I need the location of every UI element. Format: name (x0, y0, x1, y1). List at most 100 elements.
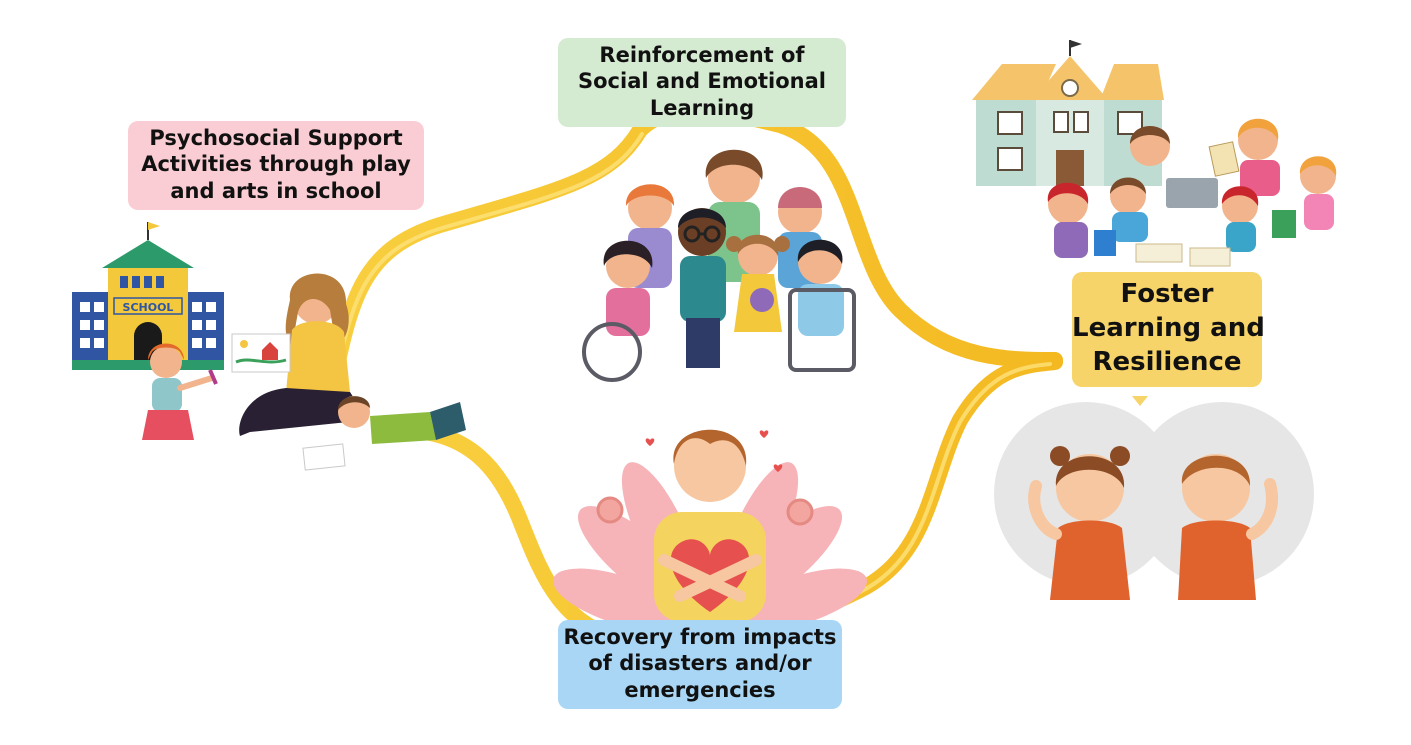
child-hair-dark (678, 208, 726, 228)
wheelchair-right-icon (788, 288, 856, 372)
drawing-paper-icon (231, 333, 291, 373)
boy-strong-head (1182, 454, 1250, 522)
self-hug-illustration (553, 429, 867, 632)
book-floor-2-icon (1189, 247, 1231, 267)
adult-hair (705, 149, 763, 180)
path-lower-highlight (858, 362, 1052, 594)
kid-reading-6-shirt (1226, 222, 1256, 252)
node-psychosocial-line-2: Activities through play (141, 152, 411, 177)
person-hair (673, 429, 747, 466)
child-head-glasses (678, 208, 726, 256)
boy-body (370, 412, 436, 444)
girl-shirt (152, 378, 182, 412)
pigtail-right (774, 236, 790, 252)
wheelchair-wheel-left-icon (582, 322, 642, 382)
woman-legs (239, 388, 368, 436)
node-foster-line-2: Learning and (1072, 312, 1265, 343)
boy-hair (338, 396, 370, 410)
foster-pointer-icon (1132, 396, 1148, 406)
girl-hair (148, 343, 184, 360)
node-social-emotional-learning: Reinforcement of Social and Emotional Le… (558, 38, 846, 127)
kid-reading-6-hair (1221, 186, 1259, 206)
small-heart-1-icon (645, 438, 655, 446)
girl-skirt (142, 410, 194, 440)
kid-reading-4-shirt (1054, 222, 1088, 258)
child-hair-right (797, 239, 843, 264)
blue-book-icon (1094, 230, 1116, 256)
child-hair-left (603, 240, 653, 268)
kid-reading-3-shirt (1304, 194, 1334, 230)
book-floor-icon (1135, 243, 1183, 263)
laptop-icon (1166, 178, 1218, 208)
girl-bun-right (1110, 446, 1130, 466)
children-group-illustration (582, 149, 856, 382)
child-jacket-lightblue (798, 284, 844, 336)
crayon-icon (208, 369, 218, 385)
beanie-icon (778, 187, 822, 208)
kid-reading-1-hair (1130, 126, 1170, 144)
girl-strong-hair (1055, 456, 1125, 488)
kid-reading-5-shirt (1112, 212, 1148, 242)
node-recovery-line-1: Recovery from impacts (563, 625, 837, 649)
school2-roof-left (972, 64, 1056, 100)
flower-right-icon (786, 498, 814, 526)
girl-bun-left (1050, 446, 1070, 466)
boy-flex-arm (1246, 478, 1278, 540)
girl-head (150, 346, 182, 378)
node-recovery-from-disasters: Recovery from impacts of disasters and/o… (558, 620, 842, 709)
boy-drawing-paper-icon (302, 443, 346, 471)
school-windows (80, 276, 216, 348)
school2-door (1056, 150, 1084, 186)
teddy-bear-icon (750, 288, 774, 312)
person-arms (658, 554, 762, 602)
node-recovery-line-2: of disasters and/or (588, 651, 812, 676)
kid-reading-5-hair (1110, 177, 1146, 194)
school2-roof-right (1100, 64, 1164, 100)
kid-reading-2-shirt (1240, 160, 1280, 196)
small-heart-3-icon (773, 464, 783, 472)
kid-reading-4-hair (1047, 182, 1089, 204)
school-sign-text: SCHOOL (123, 301, 174, 314)
node-foster-learning-resilience: Foster Learning and Resilience (1072, 272, 1265, 388)
node-foster-line-1: Foster (1120, 279, 1214, 309)
small-heart-2-icon (759, 430, 769, 438)
woman-shirt (286, 321, 350, 392)
drawing-sun-icon (240, 340, 248, 348)
child-legs-navy (686, 318, 720, 368)
flower-left-icon (596, 496, 624, 524)
clock-icon (1061, 79, 1079, 97)
node-sel-line-1: Reinforcement of (599, 43, 805, 67)
node-psychosocial-support: Psychosocial Support Activities through … (128, 121, 424, 210)
child-hair-orange (625, 184, 675, 206)
strong-kids-illustration (994, 402, 1314, 600)
node-sel-line-3: Learning (649, 95, 755, 120)
girl-strong-dress (1050, 520, 1130, 600)
person-head (674, 430, 746, 502)
boy-legs (430, 402, 466, 440)
kid-reading-5-head (1110, 178, 1146, 214)
girl-flex-arm (1028, 480, 1062, 540)
school-roof (102, 240, 194, 268)
school2-flag-icon (1070, 40, 1082, 48)
kid-reading-2-hair (1237, 118, 1279, 140)
boy-strong-hair (1181, 455, 1251, 486)
boy-strong-shirt (1178, 520, 1256, 600)
flag-icon (148, 222, 160, 230)
pigtail-left (726, 236, 742, 252)
school2-windows (997, 111, 1143, 171)
school-reading-illustration (972, 40, 1337, 267)
kid-reading-3-hair (1299, 156, 1337, 176)
green-book-icon (1272, 210, 1296, 238)
node-recovery-line-3: emergencies (624, 677, 776, 702)
school-kids-illustration: SCHOOL (72, 222, 466, 471)
node-foster-line-3: Resilience (1092, 346, 1242, 377)
school-sign (113, 297, 183, 315)
drawing-house-icon (262, 342, 278, 360)
girl-arm (177, 375, 215, 391)
glasses-icon (683, 225, 721, 243)
child-hair-pigtails (737, 234, 779, 256)
open-book-icon (1208, 141, 1240, 177)
node-psychosocial-line-1: Psychosocial Support (149, 126, 403, 150)
node-psychosocial-line-3: and arts in school (170, 178, 382, 203)
